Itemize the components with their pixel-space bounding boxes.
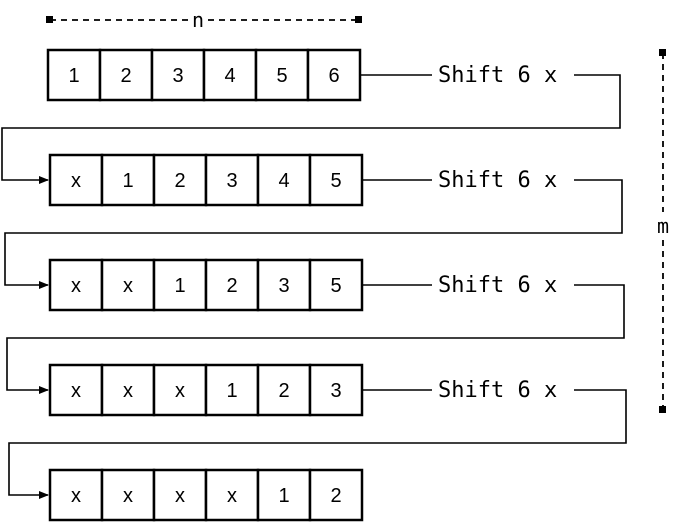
array-cell-value: 3 xyxy=(226,170,237,192)
array-cell-value: 1 xyxy=(174,275,185,297)
dimension-n-label: n xyxy=(192,8,204,32)
shift-label: Shift 6 x xyxy=(438,168,557,193)
array-cell-value: x xyxy=(227,485,237,507)
array-cell-value: x xyxy=(71,380,81,402)
connector-group: Shift 6 x Shift 6 x Shift 6 x Shift 6 x xyxy=(1,63,627,499)
array-cell-value: 2 xyxy=(120,65,131,87)
array-cell xyxy=(204,363,260,417)
array-row: x x x 1 2 3 xyxy=(48,363,364,417)
shift-label: Shift 6 x xyxy=(438,63,557,88)
array-cell xyxy=(152,468,208,522)
array-cell-value: x xyxy=(71,275,81,297)
array-cell xyxy=(100,363,156,417)
array-cell xyxy=(100,258,156,312)
array-row: x x x x 1 2 xyxy=(48,468,364,522)
array-cell-value: 1 xyxy=(226,380,237,402)
shift-arrow xyxy=(4,179,623,289)
array-cell-value: 4 xyxy=(224,65,235,87)
dimension-m-tick xyxy=(659,49,666,56)
shift-arrow xyxy=(8,389,627,499)
dimension-n-tick xyxy=(355,16,362,23)
array-cell-value: 3 xyxy=(330,380,341,402)
array-cell-value: 6 xyxy=(328,65,339,87)
array-row: 1 2 3 4 5 6 xyxy=(46,48,362,102)
dimension-m: m xyxy=(657,49,669,413)
array-cell-value: x xyxy=(175,380,185,402)
dimension-m-label: m xyxy=(657,214,669,238)
array-cell-value: 1 xyxy=(68,65,79,87)
array-cell-value: 4 xyxy=(278,170,289,192)
shift-arrow xyxy=(6,284,625,394)
array-cell xyxy=(98,48,154,102)
array-cell xyxy=(308,258,364,312)
array-cell-value: x xyxy=(71,485,81,507)
dimension-n-tick xyxy=(46,16,53,23)
array-cell xyxy=(152,363,208,417)
array-cell xyxy=(48,153,104,207)
array-cell-value: x xyxy=(123,380,133,402)
array-cell xyxy=(308,363,364,417)
array-cell-value: 2 xyxy=(278,380,289,402)
array-cell xyxy=(202,48,258,102)
array-cell xyxy=(152,258,208,312)
array-cell-value: 5 xyxy=(276,65,287,87)
array-cell-value: 1 xyxy=(122,170,133,192)
array-row: x x 1 2 3 5 xyxy=(48,258,364,312)
array-cell-value: x xyxy=(123,485,133,507)
array-cell-value: 3 xyxy=(278,275,289,297)
array-cell-value: 2 xyxy=(174,170,185,192)
shift-label: Shift 6 x xyxy=(438,273,557,298)
array-cell-value: 2 xyxy=(226,275,237,297)
dimension-m-tick xyxy=(659,406,666,413)
array-cell-value: 2 xyxy=(330,485,341,507)
array-cell xyxy=(256,258,312,312)
array-cell xyxy=(48,468,104,522)
array-cell-value: 5 xyxy=(330,170,341,192)
array-cell xyxy=(308,468,364,522)
array-cell-value: x xyxy=(71,170,81,192)
array-row: x 1 2 3 4 5 xyxy=(48,153,364,207)
array-cell-value: 5 xyxy=(330,275,341,297)
array-cell xyxy=(254,48,310,102)
shift-label: Shift 6 x xyxy=(438,378,557,403)
shift-arrow xyxy=(1,74,621,184)
array-cell xyxy=(100,468,156,522)
array-cell-value: x xyxy=(175,485,185,507)
array-cell xyxy=(256,468,312,522)
array-cell-value: x xyxy=(123,275,133,297)
array-cell xyxy=(308,153,364,207)
dimension-n: n xyxy=(46,8,362,32)
array-cell xyxy=(306,48,362,102)
array-cell-value: 3 xyxy=(172,65,183,87)
array-cell-value: 1 xyxy=(278,485,289,507)
row-group: 1 2 3 4 5 6 x 1 2 3 4 5 x x 1 2 3 5 x x x 1 2 3 x x x x 1 2 xyxy=(46,48,364,522)
